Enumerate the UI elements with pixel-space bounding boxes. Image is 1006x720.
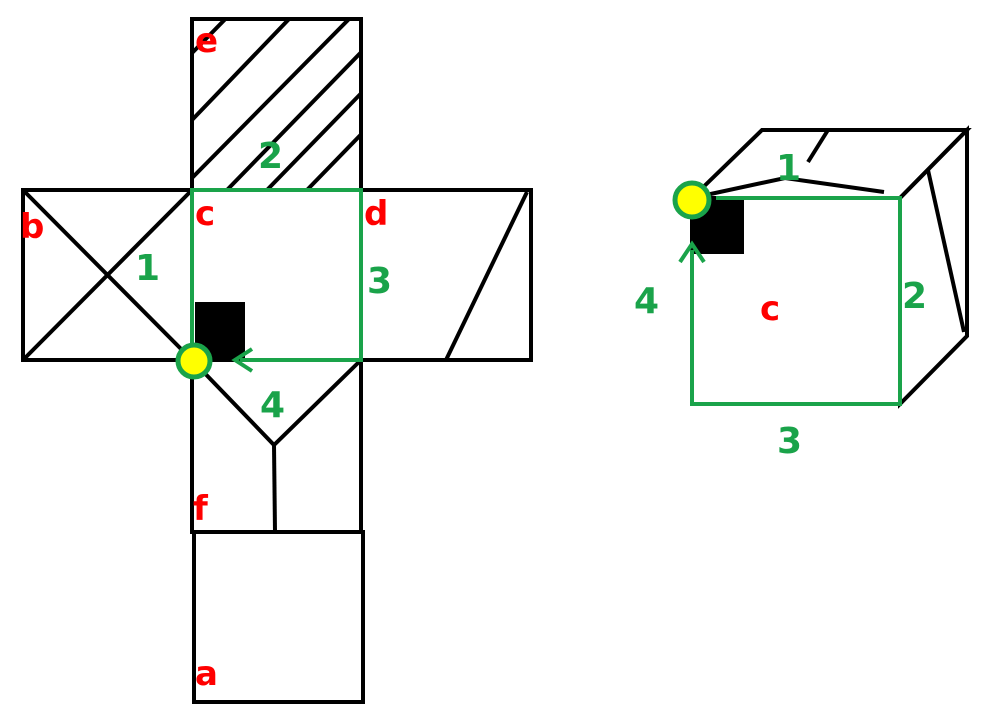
net-path-label-4: 4 xyxy=(260,385,285,426)
cube-top-short-line xyxy=(806,128,830,164)
net-green-path: 1 2 3 4 xyxy=(135,136,392,426)
net-path-label-1: 1 xyxy=(135,248,160,289)
cube-green-path: 1 2 3 4 xyxy=(634,148,927,462)
cube-top-inner-line xyxy=(691,175,885,200)
cube-path-label-4: 4 xyxy=(634,281,659,322)
cube-path-label-2: 2 xyxy=(902,276,927,317)
cube-right-inner-line xyxy=(926,169,966,333)
net-path-label-2: 2 xyxy=(258,136,283,177)
face-f-stem-line xyxy=(272,444,277,533)
net-start-dot xyxy=(175,342,213,380)
face-b-diagonal-2 xyxy=(21,188,194,362)
face-b: b xyxy=(20,188,194,362)
face-c: c xyxy=(190,188,363,362)
folded-cube: c 1 2 3 4 xyxy=(634,125,972,462)
face-e: e xyxy=(190,17,363,192)
net-path-line xyxy=(190,188,363,362)
face-label-e: e xyxy=(195,21,218,61)
cube-net: e b c d f a xyxy=(20,17,533,704)
face-label-b: b xyxy=(20,207,44,247)
cube-start-dot xyxy=(672,180,712,220)
net-path-arrowhead xyxy=(231,347,254,373)
face-label-c: c xyxy=(195,194,215,234)
face-a: a xyxy=(192,530,365,704)
face-label-a: a xyxy=(195,654,218,694)
cube-path-arrowhead xyxy=(678,240,706,264)
cube-face-label-c: c xyxy=(760,289,780,329)
net-path-label-3: 3 xyxy=(367,261,392,302)
face-a-outline xyxy=(192,530,365,704)
face-label-d: d xyxy=(364,194,388,234)
cube-path-label-3: 3 xyxy=(777,421,802,462)
cube-right-face xyxy=(898,125,969,409)
face-label-f: f xyxy=(193,489,209,529)
face-d-diagonal xyxy=(444,191,529,361)
cube-path-label-1: 1 xyxy=(776,148,801,189)
cube-path-line xyxy=(690,196,902,406)
